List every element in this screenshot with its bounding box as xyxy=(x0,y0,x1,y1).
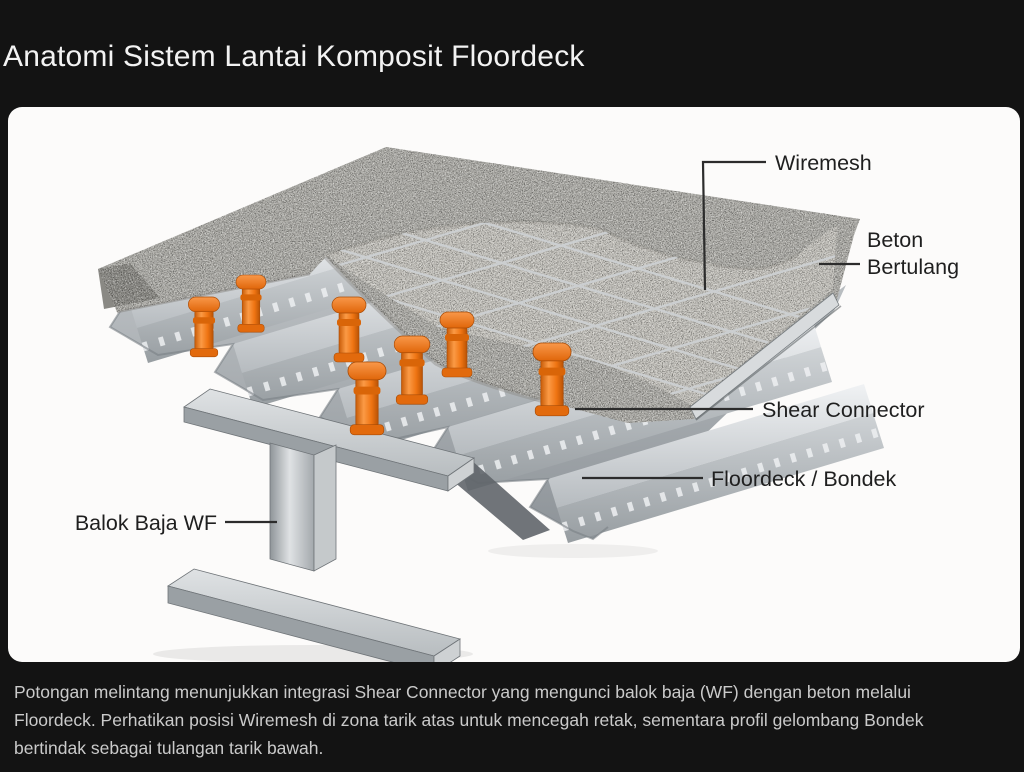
figure-panel: Wiremesh Beton Bertulang Shear Connector… xyxy=(8,107,1020,662)
label-beton-line1: Beton xyxy=(867,228,923,252)
page-title: Anatomi Sistem Lantai Komposit Floordeck xyxy=(3,40,585,73)
caption-line: Potongan melintang menunjukkan integrasi… xyxy=(14,682,911,702)
leader-wiremesh xyxy=(701,160,766,291)
caption: Potongan melintang menunjukkan integrasi… xyxy=(14,678,1010,762)
label-balok-baja-wf: Balok Baja WF xyxy=(75,511,217,535)
wf-beam xyxy=(167,388,475,662)
floordeck-diagram: Wiremesh Beton Bertulang Shear Connector… xyxy=(75,147,959,662)
label-floordeck-bondek: Floordeck / Bondek xyxy=(711,467,896,491)
deck-edge-strip xyxy=(689,292,840,420)
label-shear-connector: Shear Connector xyxy=(762,398,925,422)
deck-shadow xyxy=(488,544,658,558)
label-wiremesh: Wiremesh xyxy=(775,151,872,175)
caption-line: bertindak sebagai tulangan tarik bawah. xyxy=(14,738,324,758)
caption-line: Floordeck. Perhatikan posisi Wiremesh di… xyxy=(14,710,924,730)
leader-lines xyxy=(225,160,860,524)
label-beton-line2: Bertulang xyxy=(867,255,959,279)
